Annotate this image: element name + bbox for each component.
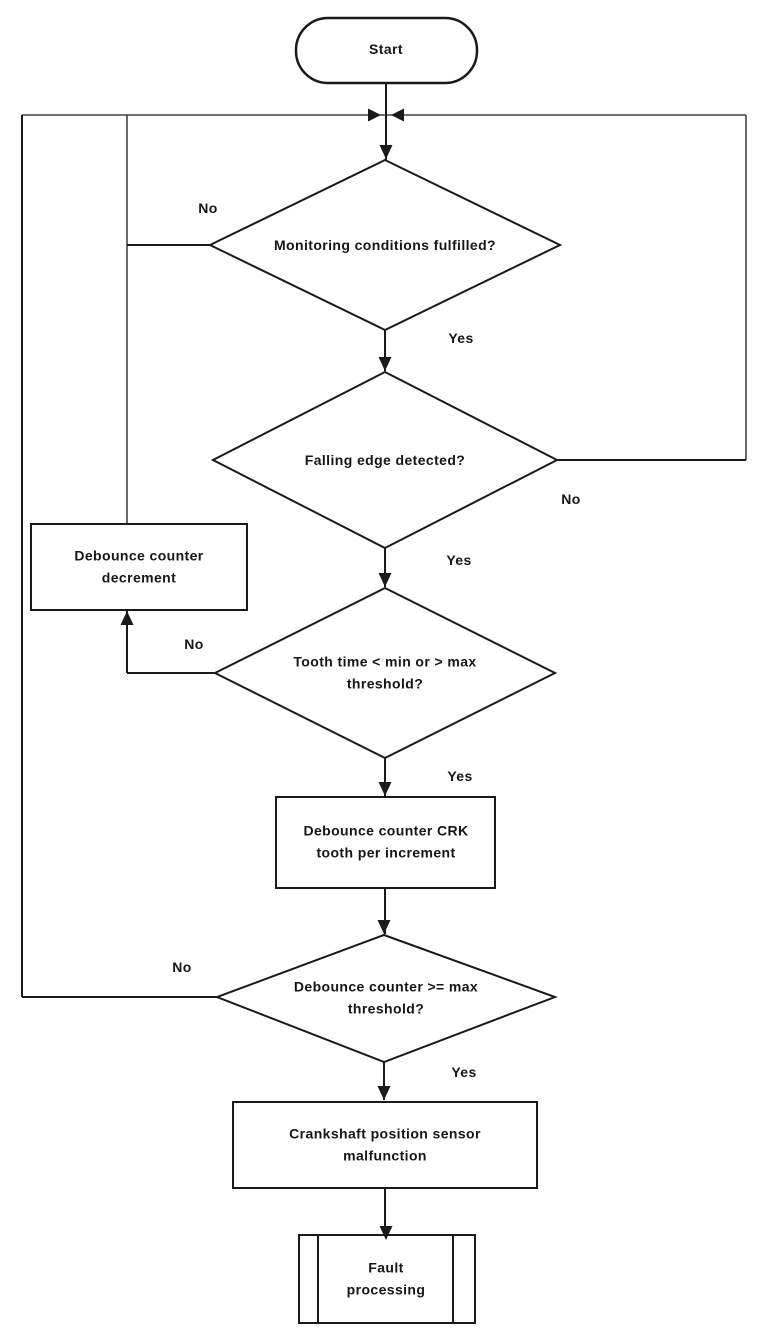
edge-label-debounce-max-no: No [172,959,192,976]
sensor-malfunction-line2: malfunction [343,1147,427,1163]
edge-label-monitoring-yes: Yes [448,330,474,347]
debounce-increment-label: Debounce counter CRK tooth per increment [303,820,468,863]
debounce-increment-shape [275,796,496,889]
tooth-time-decision-line1: Tooth time < min or > max [293,653,477,670]
debounce-max-decision-shape [214,933,558,1064]
edge-label-tooth-time-no: No [184,636,204,653]
debounce-decrement-line2: decrement [101,569,177,585]
edge-label-tooth-time-yes: Yes [447,768,473,785]
arrowheads [120,108,404,1240]
falling-edge-decision-label: Falling edge detected? [304,452,466,469]
fault-processing-line2: processing [346,1281,426,1297]
debounce-increment-line1: Debounce counter CRK [303,822,469,839]
arrowhead-right-merge-icon [391,108,404,122]
arrowhead-into-falling-edge-icon [378,357,392,371]
debounce-decrement-line1: Debounce counter [74,547,204,564]
debounce-max-decision-line2: threshold? [347,1000,425,1016]
edge-label-falling-edge-no: No [561,491,581,508]
arrowhead-into-decrement-icon [120,611,134,625]
arrowhead-into-increment-icon [378,782,392,796]
sensor-malfunction-label: Crankshaft position sensor malfunction [289,1123,481,1166]
edge-label-monitoring-no: No [198,200,218,217]
tooth-time-decision-shape [212,586,558,760]
arrowhead-into-fault-icon [379,1226,393,1240]
node-shapes [30,16,563,1324]
tooth-time-decision-line2: threshold? [346,675,424,691]
fault-processing-line1: Fault [368,1259,404,1276]
tooth-time-decision-label: Tooth time < min or > max threshold? [293,651,476,694]
debounce-decrement-label: Debounce counter decrement [74,545,203,588]
arrowhead-left-merge-icon [368,108,381,122]
arrowhead-into-monitoring-icon [379,145,393,159]
fault-processing-label: Fault processing [347,1257,426,1300]
edge-label-debounce-max-yes: Yes [451,1064,477,1081]
edge-label-falling-edge-yes: Yes [446,552,472,569]
arrowhead-into-malfunction-icon [377,1086,391,1100]
monitoring-decision-shape [207,158,563,332]
arrowhead-into-tooth-time-icon [378,573,392,587]
arrowhead-into-debounce-max-icon [377,920,391,934]
sensor-malfunction-shape [232,1101,538,1189]
start-label: Start [369,41,403,58]
debounce-max-decision-line1: Debounce counter >= max [293,978,479,995]
debounce-decrement-shape [30,523,248,611]
sensor-malfunction-line1: Crankshaft position sensor [289,1125,481,1142]
start-terminator-shape [294,16,479,85]
debounce-max-decision-label: Debounce counter >= max threshold? [294,976,478,1019]
debounce-increment-line2: tooth per increment [316,844,456,860]
falling-edge-decision-shape [210,370,560,550]
monitoring-decision-label: Monitoring conditions fulfilled? [274,237,496,254]
